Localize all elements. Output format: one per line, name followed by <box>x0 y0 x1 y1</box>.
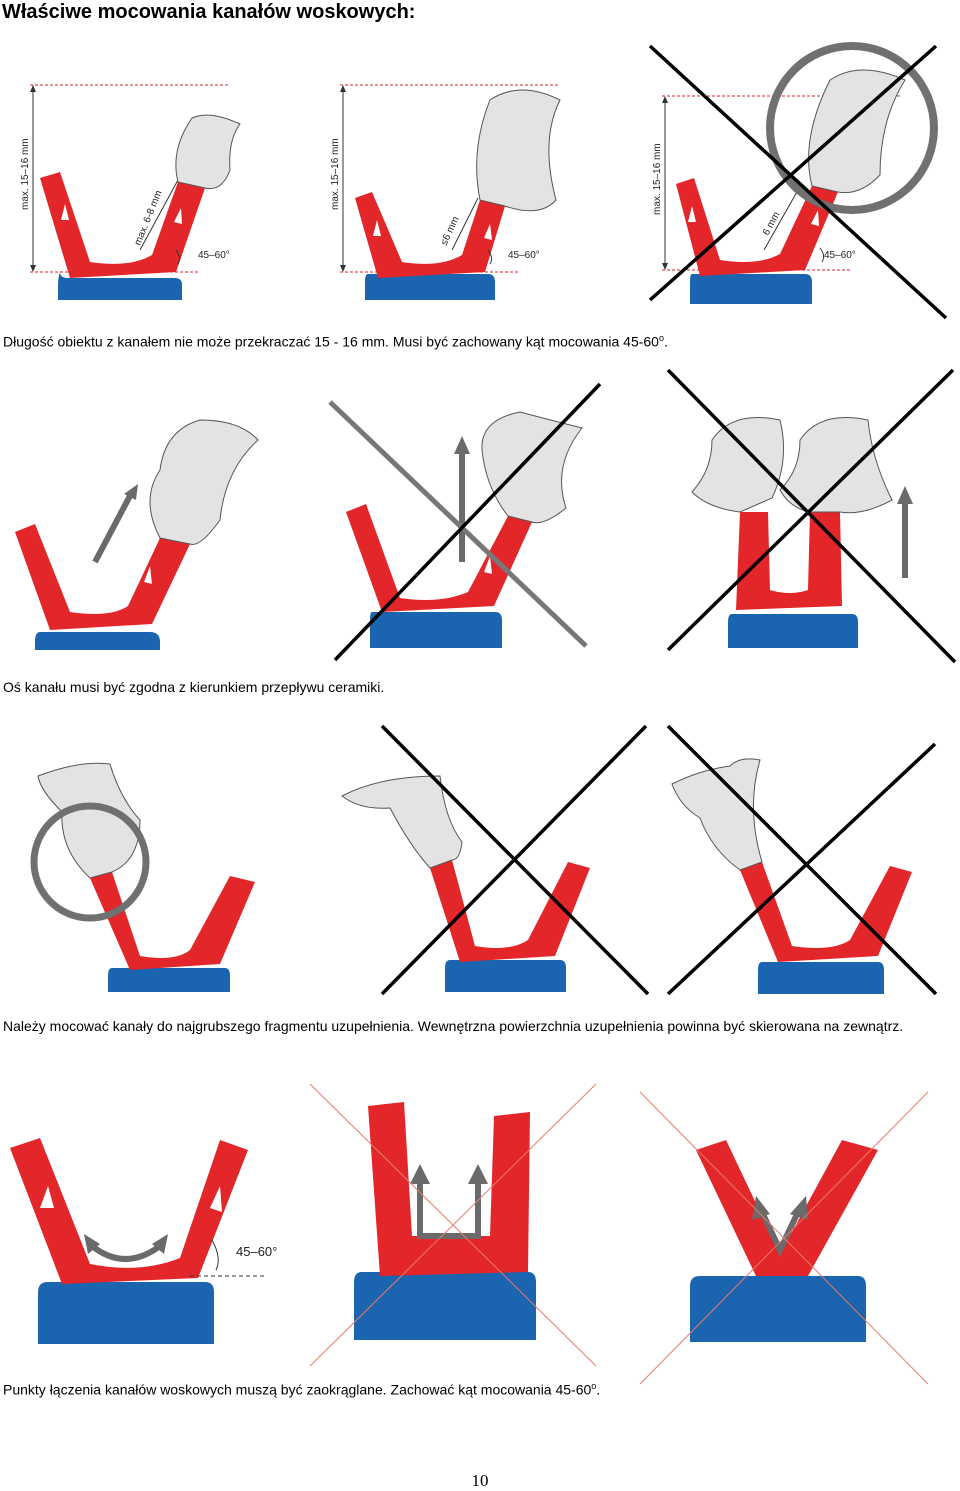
height-label: max. 15–16 mm <box>652 143 663 215</box>
caption-text: Długość obiektu z kanałem nie może przek… <box>3 333 659 350</box>
cross-line <box>666 368 955 652</box>
caption-end: . <box>596 1381 601 1398</box>
diagram-sharp-joint-incorrect <box>639 1091 929 1385</box>
diagram-sprue-length-correct-2: max. 15–16 mm ≤6 mm 45–60° <box>330 84 561 300</box>
cross-line <box>309 1083 597 1367</box>
cross-line <box>666 724 938 996</box>
height-label: max. 15–16 mm <box>20 138 31 210</box>
diagram-axis-bridge-incorrect <box>666 368 957 664</box>
cross-line <box>639 1091 929 1385</box>
cross-line <box>648 44 948 320</box>
diagram-axis-correct <box>15 419 259 650</box>
diagram-square-joint-incorrect <box>309 1083 597 1367</box>
caption-row1: Długość obiektu z kanałem nie może przek… <box>3 329 668 352</box>
cross-line <box>333 382 602 662</box>
diagram-thickest-part-correct <box>30 762 255 992</box>
figure-row4: 45–60° <box>10 1083 929 1385</box>
caption-row3: Należy mocować kanały do najgrubszego fr… <box>3 1018 904 1034</box>
angle-label: 45–60° <box>236 1244 277 1259</box>
cross-line <box>380 724 648 996</box>
angle-label: 45–60° <box>824 250 856 261</box>
degree-sup: o <box>591 1381 597 1391</box>
degree-sup: o <box>658 333 664 343</box>
sprue-label: ≤6 mm <box>439 215 462 247</box>
page-title: Właściwe mocowania kanałów woskowych: <box>2 1 416 23</box>
figure-row2 <box>15 368 957 664</box>
diagram-thickest-part-incorrect <box>341 724 650 996</box>
diagram-inner-surface-incorrect <box>666 724 938 996</box>
diagram-rounded-joint-correct: 45–60° <box>10 1138 277 1344</box>
caption-text: Punkty łączenia kanałów woskowych muszą … <box>3 1381 592 1398</box>
caption-row2: Oś kanału musi być zgodna z kierunkiem p… <box>3 679 385 695</box>
figure-row1: max. 15–16 mm max. 6-8 mm 45–60° max. 15… <box>20 42 948 320</box>
figure-row3 <box>30 724 938 996</box>
diagram-sprue-length-correct: max. 15–16 mm max. 6-8 mm 45–60° <box>20 84 241 300</box>
angle-label: 45–60° <box>198 250 230 261</box>
cross-line <box>648 44 938 302</box>
height-label: max. 15–16 mm <box>330 138 341 210</box>
caption-end: . <box>663 333 668 350</box>
caption-row4: Punkty łączenia kanałów woskowych muszą … <box>3 1377 600 1400</box>
cross-line <box>666 368 957 664</box>
page-number: 10 <box>471 1471 489 1490</box>
angle-label: 45–60° <box>508 250 540 261</box>
cross-line <box>666 742 937 996</box>
diagram-axis-incorrect <box>328 382 602 662</box>
diagram-sprue-length-incorrect: max. 15–16 mm 6 mm 45–60° <box>648 42 948 320</box>
